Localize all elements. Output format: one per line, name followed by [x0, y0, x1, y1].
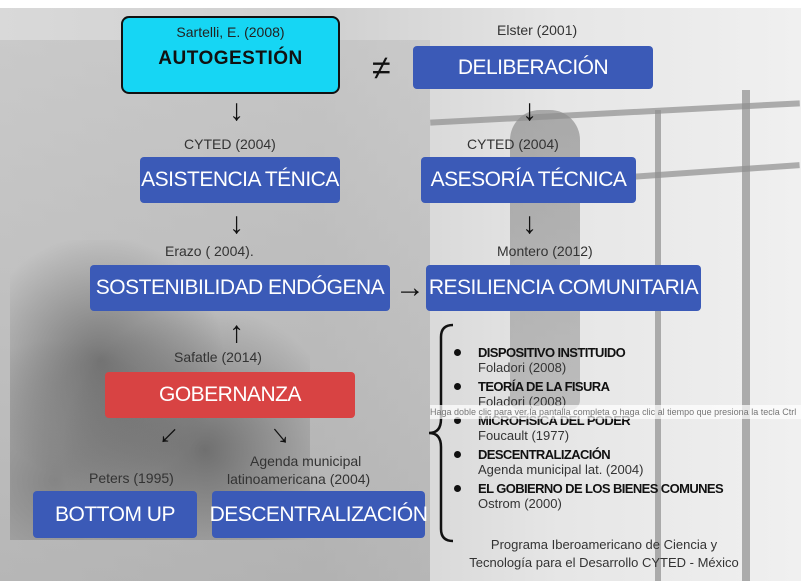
top-strip	[0, 0, 801, 8]
descentralizacion-citation-line1: Agenda municipal	[250, 453, 362, 469]
arrow-down-icon: ↓	[229, 94, 244, 127]
descentralizacion-node: DESCENTRALIZACIÓN	[210, 491, 428, 538]
video-overlay-hint: Haga doble clic para ver la pantalla com…	[430, 405, 801, 419]
list-item-title: TEORÍA DE LA FISURA	[478, 379, 610, 394]
list-item-citation: Foucault (1977)	[478, 428, 570, 443]
background-pole	[655, 110, 661, 581]
asesoria-citation: CYTED (2004)	[467, 136, 559, 152]
autogestion-node: Sartelli, E. (2008) AUTOGESTIÓN	[121, 16, 340, 94]
descentralizacion-citation-line2: latinoamericana (2004)	[227, 471, 371, 487]
list-item-title: DESCENTRALIZACIÓN	[478, 447, 611, 462]
asesoria-node: ASESORÍA TÉCNICA	[421, 157, 636, 203]
arrow-up-icon: ↑	[229, 316, 244, 349]
gobernanza-node: GOBERNANZA	[105, 372, 355, 418]
arrow-down-icon: ↓	[522, 94, 537, 127]
list-item: DISPOSITIVO INSTITUIDO Foladori (2008)	[452, 345, 782, 379]
bullet-icon	[454, 451, 461, 458]
footer-line1: Programa Iberoamericano de Ciencia y	[490, 537, 718, 552]
resiliencia-node: RESILIENCIA COMUNITARIA	[426, 265, 701, 311]
arrow-down-icon: ↓	[522, 207, 537, 240]
background-pole	[742, 90, 750, 581]
autogestion-label: AUTOGESTIÓN	[158, 48, 303, 69]
asistencia-node: ASISTENCIA TÉNICA	[140, 157, 340, 203]
sostenibilidad-node: SOSTENIBILIDAD ENDÓGENA	[90, 265, 390, 311]
bullet-icon	[454, 485, 461, 492]
deliberacion-citation: Elster (2001)	[497, 22, 578, 38]
arrow-down-icon: ↓	[229, 207, 244, 240]
concept-list: DISPOSITIVO INSTITUIDO Foladori (2008) T…	[452, 345, 782, 515]
list-item-citation: Agenda municipal lat. (2004)	[478, 462, 644, 477]
list-item-citation: Foladori (2008)	[478, 360, 567, 375]
bullet-icon	[454, 383, 461, 390]
not-equal-symbol: ≠	[372, 49, 391, 87]
list-item: DESCENTRALIZACIÓN Agenda municipal lat. …	[452, 447, 782, 481]
autogestion-citation: Sartelli, E. (2008)	[176, 24, 285, 40]
list-item: EL GOBIERNO DE LOS BIENES COMUNES Ostrom…	[452, 481, 782, 515]
list-item-title: EL GOBIERNO DE LOS BIENES COMUNES	[478, 481, 724, 496]
gobernanza-citation: Safatle (2014)	[174, 349, 262, 365]
list-item-title: DISPOSITIVO INSTITUIDO	[478, 345, 626, 360]
curly-brace-icon	[428, 323, 454, 543]
deliberacion-node: DELIBERACIÓN	[413, 46, 653, 89]
asistencia-citation: CYTED (2004)	[184, 136, 276, 152]
sostenibilidad-citation: Erazo ( 2004).	[165, 243, 254, 259]
resiliencia-citation: Montero (2012)	[497, 243, 593, 259]
bottom-up-citation: Peters (1995)	[89, 470, 174, 486]
footer-line2: Tecnología para el Desarrollo CYTED - Mé…	[469, 555, 739, 570]
list-item-citation: Ostrom (2000)	[478, 496, 562, 511]
bottom-up-node: BOTTOM UP	[33, 491, 197, 538]
footer: Programa Iberoamericano de Ciencia y Tec…	[418, 536, 790, 572]
bullet-icon	[454, 417, 461, 424]
arrow-right-icon: →	[395, 271, 425, 304]
bullet-icon	[454, 349, 461, 356]
